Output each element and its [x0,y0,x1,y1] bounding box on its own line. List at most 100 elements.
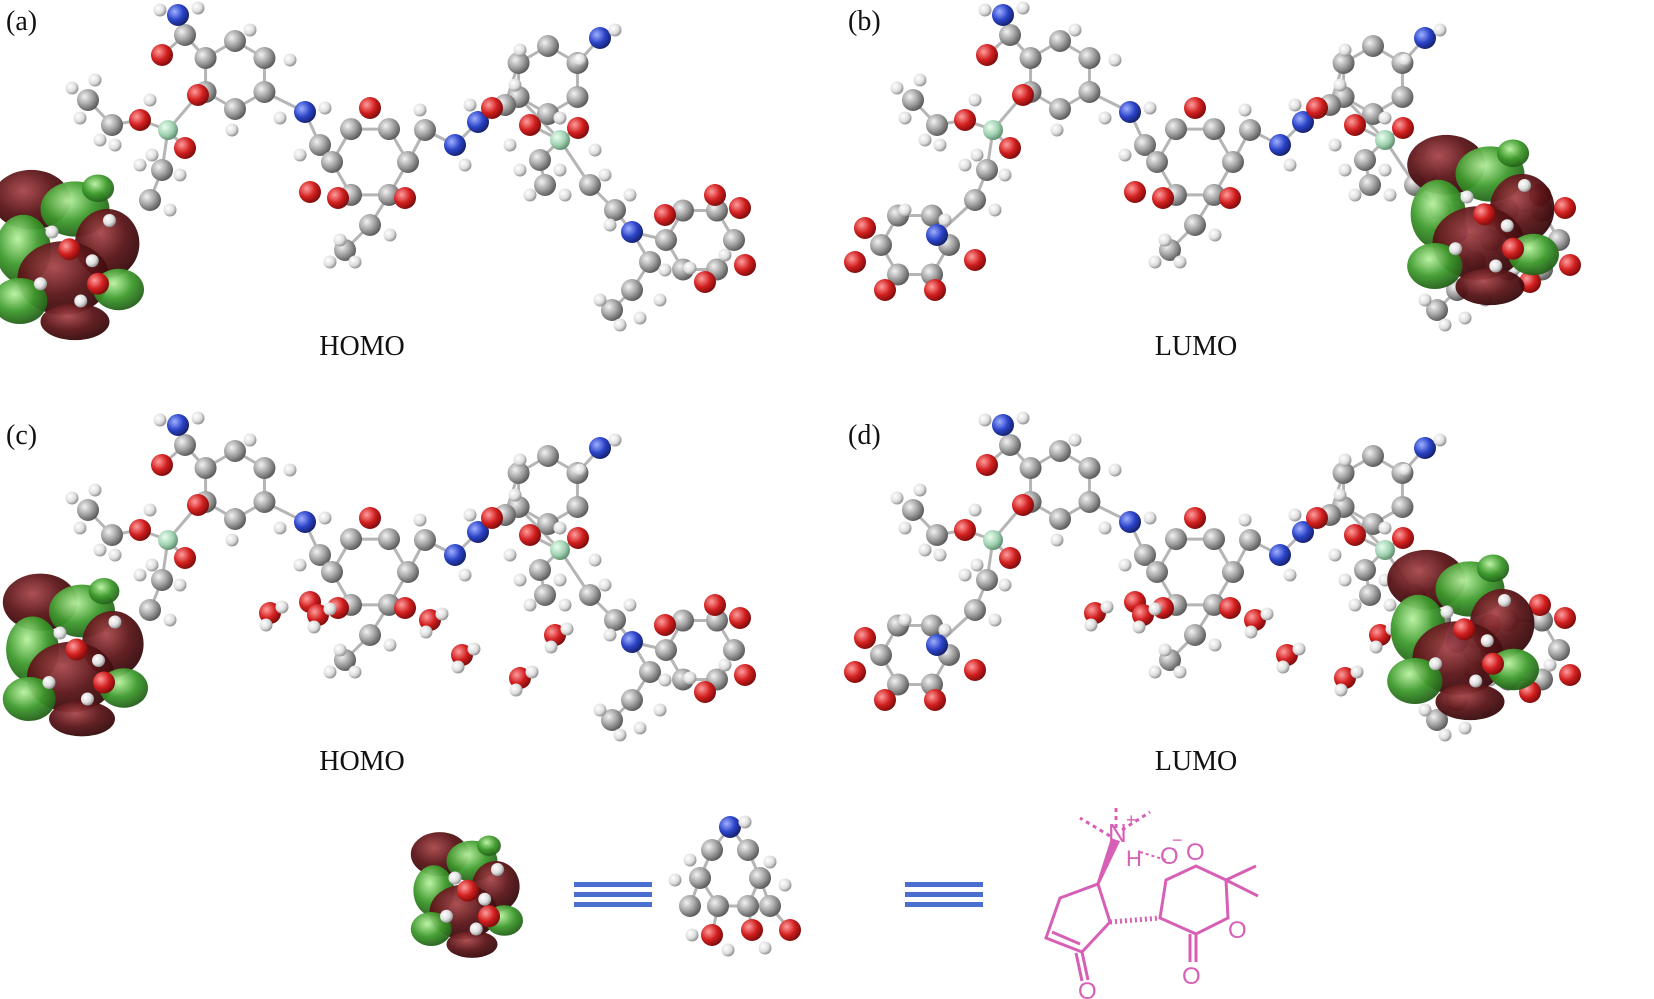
oxygen-atom [174,547,196,569]
nitrogen-atom [467,521,489,543]
hydrogen-atom [1050,533,1064,547]
oxygen-atom [519,114,541,136]
carbon-atom [359,624,381,646]
oxygen-atom [1152,187,1174,209]
carbon-atom [655,229,677,251]
nitrogen-atom [992,414,1014,436]
hydrogen-atom [998,578,1012,592]
hydrogen-atom [1378,521,1392,535]
oxygen-atom [58,238,81,261]
hydrogen-atom [1518,179,1531,192]
hydrogen-atom [1378,111,1392,125]
hydrogen-atom [758,941,772,955]
carbon-atom [1134,134,1156,156]
hydrogen-atom [491,863,504,876]
hydrogen-atom [1108,463,1122,477]
carbon-atom [964,189,986,211]
oxygen-atom [1012,494,1034,516]
hydrogen-atom [1489,259,1503,273]
legend-ball-model [668,815,801,957]
oxygen-atom [1473,203,1496,226]
nitrogen-atom [589,27,611,49]
hydrogen-atom [1118,148,1132,162]
atom-layer [65,1,756,332]
hydrogen-atom [143,93,157,107]
carbon-atom [1134,544,1156,566]
oxygen-atom [359,507,381,529]
h-bond-dotted [1139,851,1167,861]
carbon-atom [639,251,661,273]
carbon-atom [604,199,626,221]
orbital-lobe-positive [1435,683,1505,721]
oxygen-atom [704,184,726,206]
carbon-atom [1222,561,1244,583]
orbital-b [1407,134,1559,306]
carbon-atom [737,895,759,917]
oxygen-atom [93,671,115,694]
carbon-atom [926,114,948,136]
carbon-atom [253,457,276,479]
carbon-atom [224,440,246,462]
carbon-atom [579,174,601,196]
oxygen-atom [481,507,503,529]
nitrogen-atom [1119,511,1141,533]
hydrogen-atom [1283,568,1297,582]
hydrogen-atom [103,214,116,227]
hydrogen-atom [970,148,984,162]
hydrogen-atom [1068,433,1082,447]
hydrogen-atom [1260,607,1274,621]
chem-ring-o1: O [1186,839,1205,866]
hydrogen-atom [1338,163,1352,177]
nitrogen-atom [444,544,466,566]
carbon-atom [1426,709,1448,731]
oxygen-atom [854,217,876,239]
equivalence-bar [905,882,983,887]
hydrogen-atom [73,111,87,125]
hydrogen-atom [1398,53,1412,67]
carbon-atom [537,103,559,125]
hydrogen-atom [383,228,397,242]
hydrogen-atom [463,508,477,522]
oxygen-atom [1334,667,1356,689]
panel-label-b: (b) [848,6,881,37]
hydrogen-atom [348,665,362,679]
carbon-atom [414,119,436,141]
carbon-atom [534,174,556,196]
exocyclic-ester-bond [1188,934,1198,962]
hydrogen-atom [73,521,87,535]
hydrogen-atom [1458,721,1472,735]
hydrogen-atom [1244,625,1258,639]
oxygen-atom [1502,237,1524,260]
carbon-atom [1146,151,1168,173]
hydrogen-atom [763,855,777,869]
carbon-atom [174,24,196,46]
hydrogen-atom [1429,657,1442,671]
nitrogen-atom [167,414,189,436]
hydrogen-atom [603,628,617,642]
carbon-atom [689,867,711,889]
hydrogen-atom [588,143,602,157]
nitrogen-atom [1292,111,1314,133]
boron-atom [983,530,1003,550]
hydrogen-atom [1328,548,1342,562]
orbital-lobe-negative [1476,554,1510,583]
oxygen-atom [394,187,416,209]
oxygen-atom [1559,664,1581,686]
hydrogen-atom [513,163,527,177]
nitrogen-atom [621,631,643,653]
hydrogen-atom [958,568,972,582]
hydrogen-atom [1098,521,1112,535]
hydrogen-atom [593,293,607,307]
hydrogen-atom [1098,111,1112,125]
panel-c: (c) HOMO [2,411,756,777]
oxygen-atom [1554,607,1576,629]
oxygen-atom [1219,187,1241,209]
hydrogen-atom [467,642,481,656]
oxygen-atom [954,109,976,131]
carbon-atom [976,159,998,181]
carbon-atom [1359,584,1381,606]
oxygen-atom [299,181,321,203]
hydrogen-atom [970,558,984,572]
carbon-atom [1362,513,1384,535]
carbon-atom [309,134,331,156]
